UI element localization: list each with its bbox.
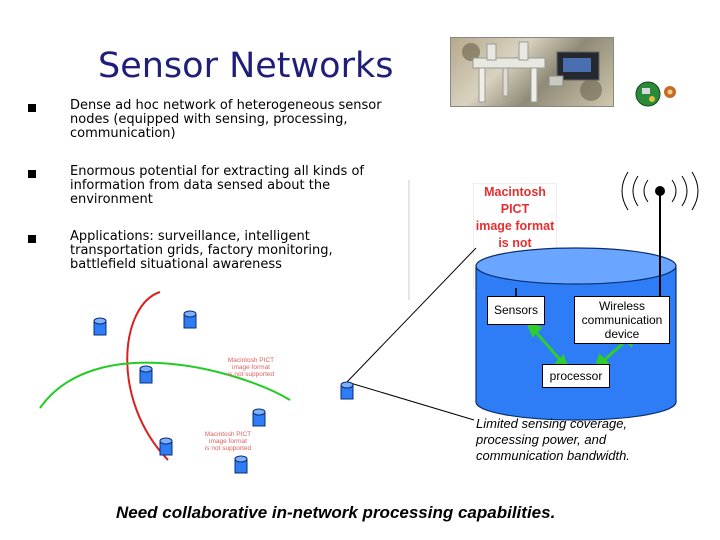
conclusion-text: Need collaborative in-network processing… [116, 503, 556, 522]
sensor-board-icon [635, 81, 676, 107]
wireless-device-label: Wireless communication device [574, 296, 670, 344]
zoom-connector-line [346, 381, 475, 421]
sensor-node [252, 408, 266, 427]
sensor-node [159, 437, 173, 456]
zoom-connector-line [346, 247, 477, 383]
sensor-node [183, 310, 197, 329]
bullet-marker [28, 104, 36, 112]
target-track-green [39, 361, 291, 409]
pict-unsupported-notice-small: Macintosh PICT image format is not suppo… [227, 357, 275, 378]
sensor-nodes [93, 310, 354, 474]
sensors-label: Sensors [487, 296, 545, 325]
sensor-photo [450, 37, 614, 107]
sensor-node [340, 381, 354, 400]
radio-waves-icon [621, 171, 699, 211]
bullet-text: Enormous potential for extracting all ki… [70, 164, 364, 207]
slide-title: Sensor Networks [98, 46, 394, 86]
bullet-marker [28, 235, 36, 243]
node-limitations-caption: Limited sensing coverage, processing pow… [476, 416, 630, 463]
pict-unsupported-notice-small: Macintosh PICT image format is not suppo… [204, 431, 252, 452]
bullet-text: Dense ad hoc network of heterogeneous se… [70, 98, 382, 141]
sensor-node [234, 455, 248, 474]
bullet-text: Applications: surveillance, intelligent … [70, 229, 333, 272]
target-track-red [126, 291, 169, 461]
sensor-node [93, 317, 107, 336]
antenna-tip [655, 186, 665, 196]
processor-label: processor [542, 364, 610, 388]
bullet-marker [28, 170, 36, 178]
sensor-node [139, 365, 153, 384]
